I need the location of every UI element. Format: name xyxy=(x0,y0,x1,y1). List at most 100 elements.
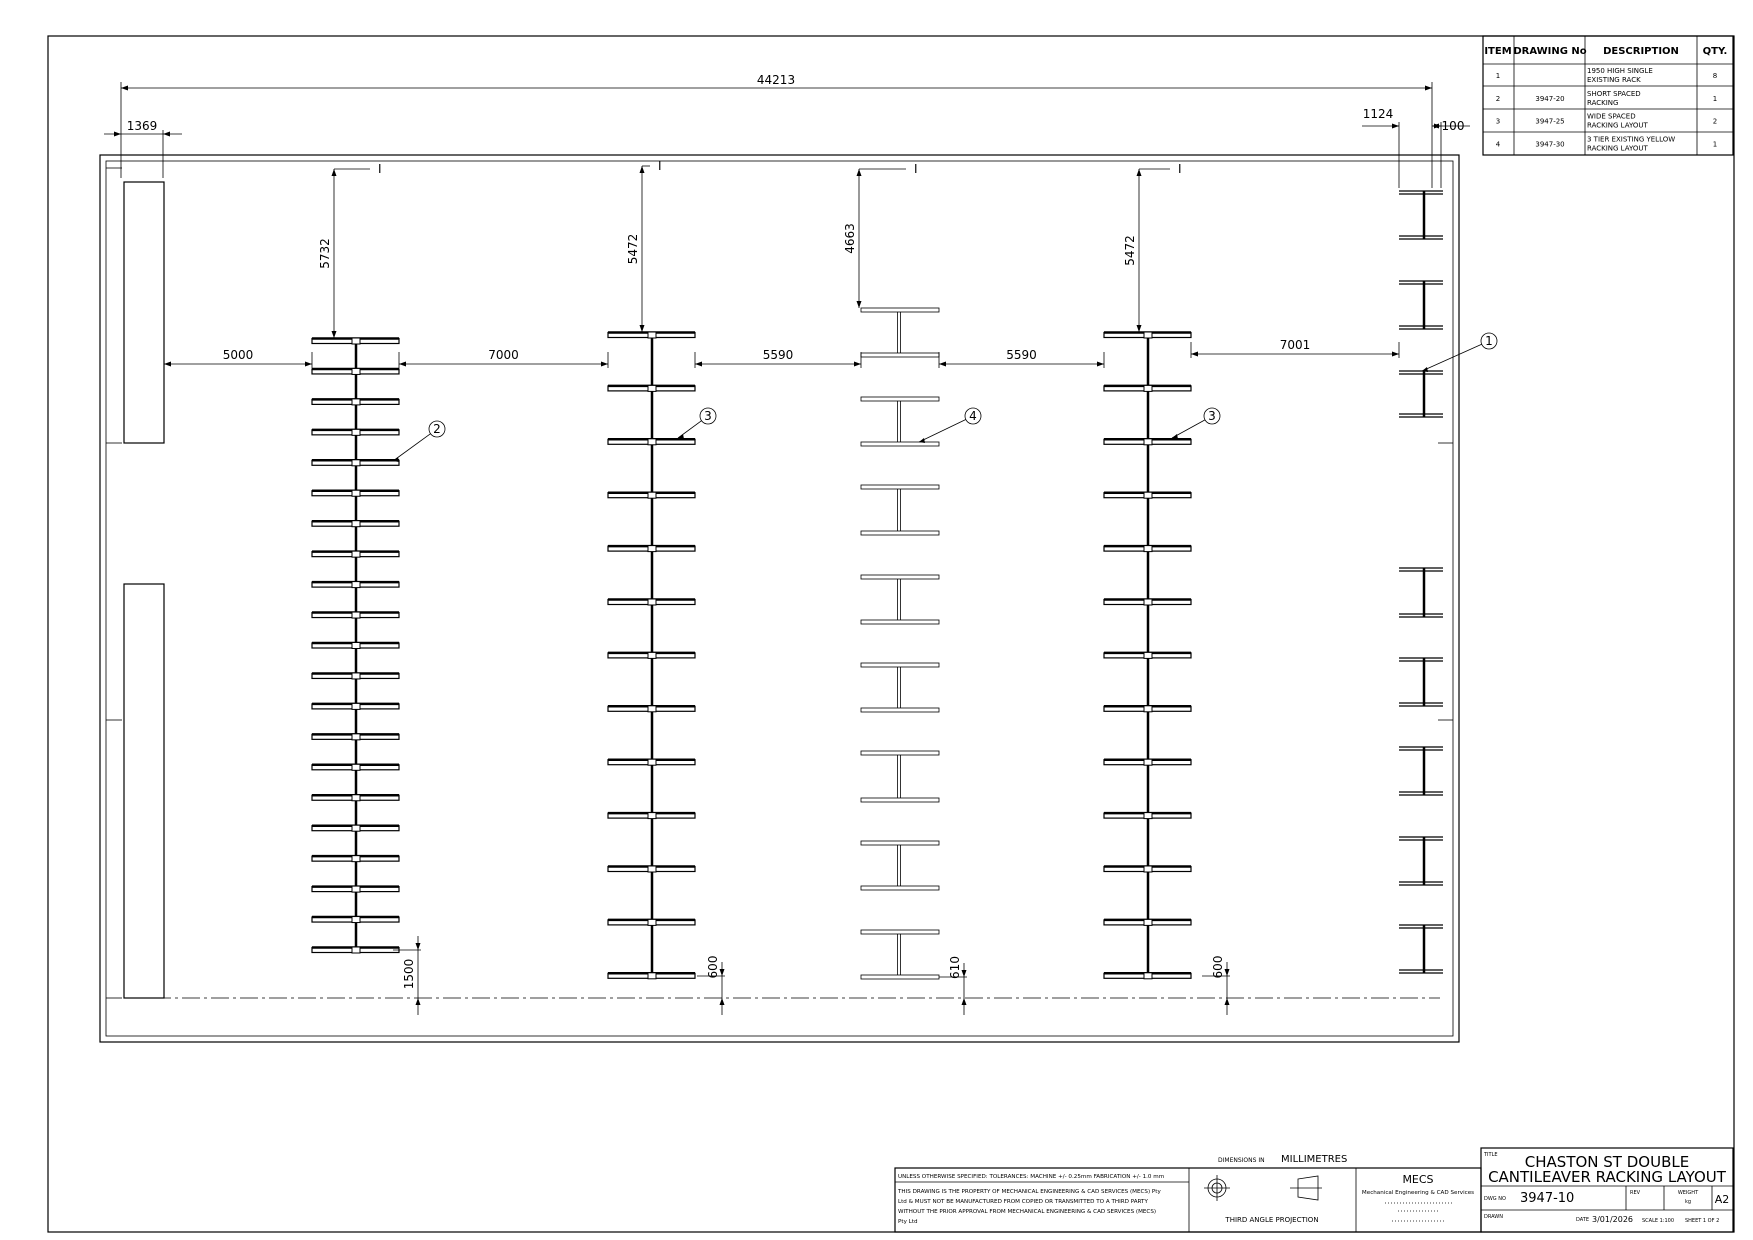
dwg-no-label: DWG NO xyxy=(1484,1196,1506,1202)
company-name: Mechanical Engineering & CAD Services xyxy=(1362,1190,1474,1196)
dim-gap-col1-col2: 7000 xyxy=(488,348,519,362)
dimension-arrow xyxy=(1097,361,1104,367)
balloon-number: 2 xyxy=(433,422,441,436)
rack-arm xyxy=(311,428,400,436)
drawing-title-line2: CANTILEAVER RACKING LAYOUT xyxy=(1488,1168,1727,1186)
date-value: 3/01/2026 xyxy=(1592,1215,1633,1224)
dimension-arrow xyxy=(1191,351,1198,357)
dimension-arrow xyxy=(961,970,967,977)
rack-arm xyxy=(607,331,696,339)
rack-arm xyxy=(1103,865,1192,873)
dimension-arrow xyxy=(1434,123,1441,129)
three-tier-rack xyxy=(860,750,940,803)
dim-bottom-col3: 610 xyxy=(948,956,962,979)
dim-gap-col4-right: 7001 xyxy=(1280,338,1311,352)
dim-gap-col3-col4: 5590 xyxy=(1006,348,1037,362)
single-rack xyxy=(1399,280,1443,330)
rack-arm xyxy=(1103,972,1192,980)
dimension-arrow xyxy=(121,85,128,91)
dimension-arrow xyxy=(961,998,967,1005)
rack-arm xyxy=(607,491,696,499)
single-rack xyxy=(1399,746,1443,796)
rack-arm xyxy=(607,384,696,392)
rack-arm xyxy=(311,915,400,924)
bom-drawing-no: 3947-30 xyxy=(1535,140,1564,148)
dim-bottom-col4: 600 xyxy=(1211,956,1225,979)
dwg-number: 3947-10 xyxy=(1520,1191,1574,1206)
rack-arm xyxy=(311,459,400,467)
balloon-number: 3 xyxy=(1208,409,1216,423)
rack-arm xyxy=(607,544,696,553)
rack-arm xyxy=(311,946,400,954)
item-balloon: 2 xyxy=(392,420,446,462)
balloon-number: 1 xyxy=(1485,334,1493,348)
svg-text:I: I xyxy=(658,159,662,173)
single-rack xyxy=(1399,924,1443,974)
date-label: DATE xyxy=(1576,1217,1589,1223)
three-tier-rack xyxy=(860,929,940,980)
bom-qty: 8 xyxy=(1713,72,1717,80)
svg-text:I: I xyxy=(1178,162,1182,176)
rack-arm xyxy=(1103,544,1192,553)
dimension-arrow xyxy=(856,301,862,308)
bom-description: RACKING xyxy=(1587,99,1618,107)
dimension-arrow xyxy=(114,131,121,137)
dimension-arrow xyxy=(639,166,645,173)
rack-arm xyxy=(607,972,696,980)
dimension-arrow xyxy=(415,998,421,1005)
dim-top-col3: 4663 xyxy=(843,223,857,254)
dimension-arrow xyxy=(939,361,946,367)
dim-top-col2: 5472 xyxy=(626,234,640,265)
bom-description: 3 TIER EXISTING YELLOW xyxy=(1587,135,1675,143)
dim-right-gap: 100 xyxy=(1442,119,1465,133)
rack-arm xyxy=(607,865,696,873)
dimension-arrow xyxy=(1392,351,1399,357)
rack-arm xyxy=(1103,758,1192,766)
rack-column-4-wide-spaced xyxy=(1103,331,1192,980)
rack-arm xyxy=(311,519,400,528)
rack-column-1-short-spaced xyxy=(311,337,400,954)
rack-arm xyxy=(607,438,696,446)
bom-description: WIDE SPACED xyxy=(1587,113,1636,121)
rack-arm xyxy=(1103,918,1192,926)
dimension-arrow xyxy=(399,361,406,367)
wall-rack-upper xyxy=(123,181,165,444)
rack-arm xyxy=(607,758,696,766)
balloon-number: 3 xyxy=(704,409,712,423)
bom-header-drawing: DRAWING No xyxy=(1513,46,1586,57)
dimension-arrow xyxy=(1136,325,1142,332)
single-rack xyxy=(1399,836,1443,886)
item-balloon: 3 xyxy=(677,407,717,439)
rack-arm xyxy=(311,398,400,406)
bom-drawing-no: 3947-20 xyxy=(1535,95,1564,103)
rack-arm xyxy=(311,337,400,345)
property-notice-3: WITHOUT THE PRIOR APPROVAL FROM MECHANIC… xyxy=(898,1209,1156,1215)
weight-label: WEIGHT xyxy=(1678,1190,1699,1196)
dim-left-offset: 1369 xyxy=(127,119,158,133)
rack-arm xyxy=(1103,331,1192,339)
bom-item: 1 xyxy=(1496,72,1500,80)
rack-arm xyxy=(1103,811,1192,820)
projection-symbol-icon xyxy=(1204,1175,1322,1201)
rack-arm xyxy=(1103,491,1192,499)
dimension-arrow xyxy=(305,361,312,367)
dimension-arrow xyxy=(1392,123,1399,129)
property-notice-4: Pty Ltd xyxy=(898,1219,918,1225)
drawn-label: DRAWN xyxy=(1484,1214,1503,1220)
single-rack xyxy=(1399,657,1443,707)
svg-text:I: I xyxy=(378,162,382,176)
dimension-arrow xyxy=(601,361,608,367)
bom-qty: 1 xyxy=(1713,140,1717,148)
dim-bottom-col1: 1500 xyxy=(402,959,416,990)
property-notice-1: THIS DRAWING IS THE PROPERTY OF MECHANIC… xyxy=(897,1189,1161,1195)
sheet-size: A2 xyxy=(1715,1193,1730,1206)
dimension-arrow xyxy=(163,131,170,137)
rack-arm xyxy=(311,550,400,558)
bom-item: 3 xyxy=(1496,118,1500,126)
rack-arm xyxy=(311,641,400,649)
three-tier-rack xyxy=(860,840,940,891)
svg-text:I: I xyxy=(914,162,918,176)
rack-arm xyxy=(311,794,400,802)
